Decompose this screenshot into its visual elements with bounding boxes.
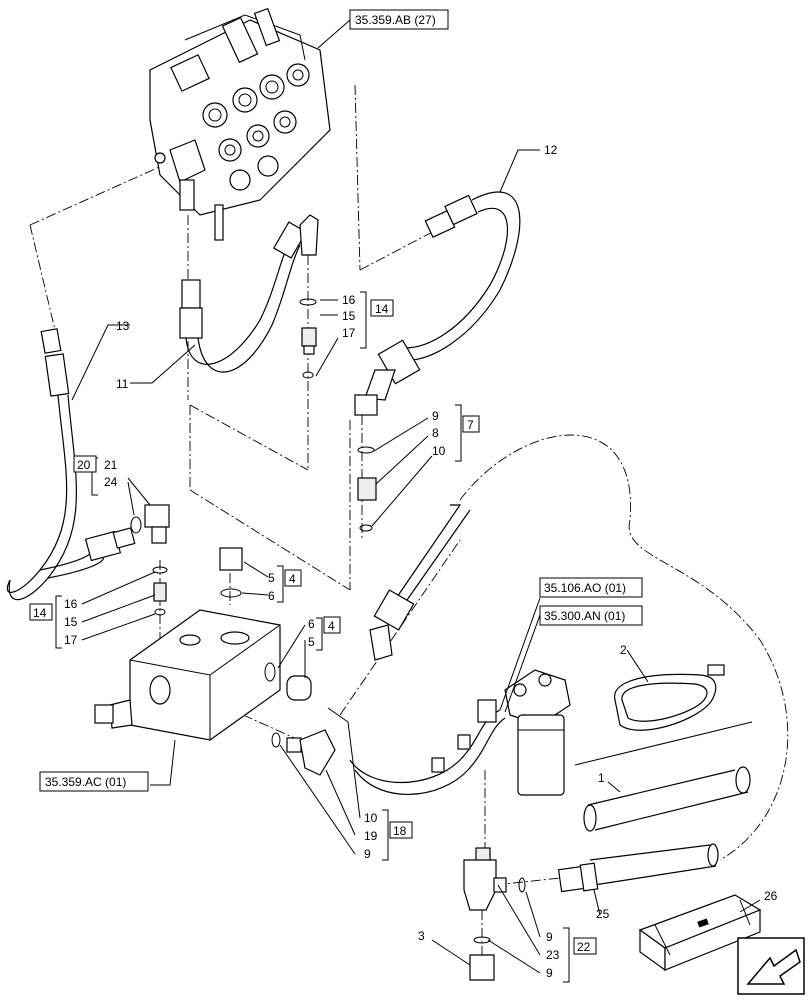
ref-valve-top[interactable]: 35.359.AB (27) xyxy=(355,13,436,27)
item-16-upper: 16 xyxy=(342,293,356,307)
item-15-upper: 15 xyxy=(342,309,356,323)
hose-25 xyxy=(557,843,719,893)
ref-box-valve-top[interactable] xyxy=(349,9,449,30)
item-14-upper: 14 xyxy=(375,302,389,316)
item-25: 25 xyxy=(596,907,610,921)
leader-lines xyxy=(71,19,761,974)
item-9-a: 9 xyxy=(432,409,439,423)
item-8: 8 xyxy=(432,426,439,440)
hose-11 xyxy=(179,214,319,373)
item-17-lower: 17 xyxy=(64,633,78,647)
item-1: 1 xyxy=(598,771,605,785)
item-15-lower: 15 xyxy=(64,615,78,629)
item-9-d: 9 xyxy=(546,966,553,980)
item-9-b: 9 xyxy=(364,847,371,861)
ref-box-filter-b[interactable] xyxy=(539,605,643,626)
fitting-set-upper xyxy=(299,298,317,379)
tee-fitting-23 xyxy=(463,847,526,981)
elbow-fitting-19 xyxy=(271,707,349,776)
item-5-upper: 5 xyxy=(268,571,275,585)
item-9-c: 9 xyxy=(546,930,553,944)
item-21: 21 xyxy=(104,458,118,472)
item-7: 7 xyxy=(467,418,474,432)
item-10-b: 10 xyxy=(364,811,378,825)
item-numbers: 12 13 11 16 15 17 9 8 10 21 24 16 15 17 … xyxy=(64,143,778,980)
item-26: 26 xyxy=(764,889,778,903)
item-23: 23 xyxy=(546,948,560,962)
plug-5-lower xyxy=(264,662,312,701)
hose-1 xyxy=(574,721,753,832)
item-4-upper: 4 xyxy=(289,572,296,586)
fitting-set-7 xyxy=(357,446,377,532)
filter-assembly xyxy=(504,669,571,796)
item-3: 3 xyxy=(418,929,425,943)
item-5-lower: 5 xyxy=(308,635,315,649)
fitting-set-lower xyxy=(152,566,168,616)
navigation-arrow-icon[interactable] xyxy=(737,937,805,995)
item-24: 24 xyxy=(104,475,118,489)
ref-box-valve-block[interactable] xyxy=(39,771,149,792)
ref-valve-block[interactable]: 35.359.AC (01) xyxy=(45,775,126,789)
belt-2 xyxy=(614,664,725,731)
ref-box-filter-a[interactable] xyxy=(539,577,643,598)
item-20: 20 xyxy=(77,458,91,472)
item-11: 11 xyxy=(116,377,129,391)
item-10-a: 10 xyxy=(432,444,446,458)
ref-filter-b[interactable]: 35.300.AN (01) xyxy=(544,609,625,623)
item-22: 22 xyxy=(577,940,591,954)
boxed-numbers: 14 7 20 14 4 4 18 22 xyxy=(29,299,597,955)
item-12: 12 xyxy=(544,143,558,157)
valve-block xyxy=(94,609,281,741)
item-14-lower: 14 xyxy=(33,606,47,620)
item-16-lower: 16 xyxy=(64,597,78,611)
hose-12 xyxy=(354,191,521,416)
item-2: 2 xyxy=(620,643,627,657)
plug-5-upper xyxy=(219,547,243,598)
item-6-upper: 6 xyxy=(268,589,275,603)
item-18: 18 xyxy=(393,824,407,838)
item-17-upper: 17 xyxy=(342,326,356,340)
reference-boxes: 35.359.AB (27) 35.359.AC (01) 35.106.AO … xyxy=(39,9,643,792)
elbow-fitting-21 xyxy=(130,504,170,544)
item-6-lower: 6 xyxy=(308,617,315,631)
hose-13 xyxy=(6,328,136,601)
item-4-lower: 4 xyxy=(328,619,335,633)
item-19: 19 xyxy=(364,829,378,843)
item-13: 13 xyxy=(116,319,130,333)
hose-return xyxy=(349,504,506,795)
control-valve-top xyxy=(149,7,331,241)
ref-filter-a[interactable]: 35.106.AO (01) xyxy=(544,581,626,595)
kit-box-26 xyxy=(638,894,762,972)
